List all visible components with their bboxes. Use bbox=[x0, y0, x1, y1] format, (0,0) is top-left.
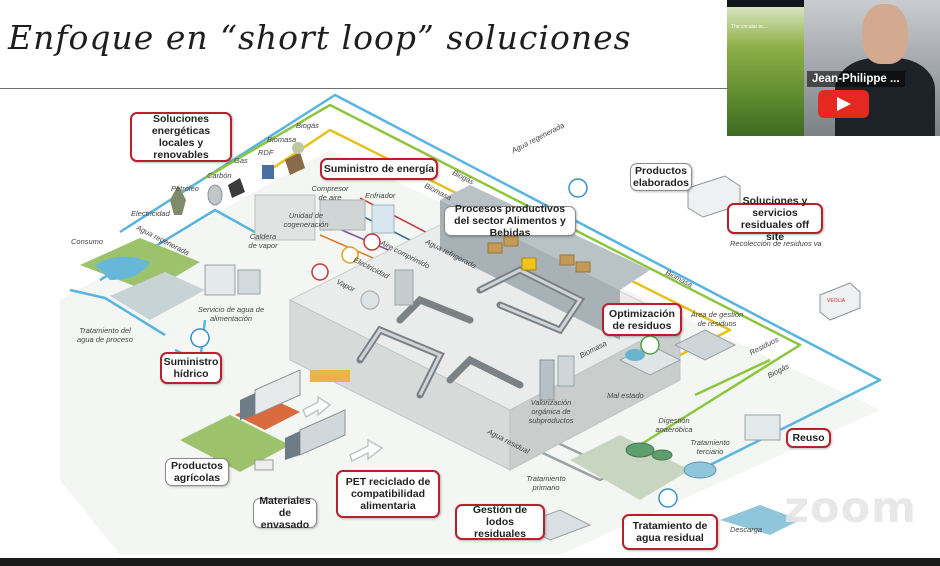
label-caldera: Caldera de vapor bbox=[248, 232, 278, 250]
box-procesos-productivos-text: Procesos productivos del sector Alimento… bbox=[454, 203, 566, 239]
arrow-shapes bbox=[302, 395, 384, 463]
pallet-boxes bbox=[487, 235, 591, 273]
box-productos-agricolas: Productos agrícolas bbox=[165, 458, 229, 486]
box-pet-reciclado-text: PET reciclado de compatibilidad alimenta… bbox=[345, 476, 431, 512]
play-icon[interactable] bbox=[818, 90, 869, 118]
participant-face bbox=[862, 4, 908, 64]
label-descarga: Descarga bbox=[730, 525, 763, 534]
label-tratamiento-terciario: Tratamiento terciario bbox=[690, 438, 730, 456]
box-suministro-energia: Suministro de energía bbox=[320, 158, 438, 180]
box-tratamiento-agua-residual-text: Tratamiento de agua residual bbox=[632, 520, 708, 544]
treatment-plant bbox=[518, 414, 800, 541]
label-truck-brand: VEOLIA bbox=[827, 298, 846, 304]
label-biomasa-top: Biomasa bbox=[267, 135, 297, 144]
label-biogas-top: Biogás bbox=[296, 121, 319, 130]
box-optimizacion-residuos-text: Optimización de residuos bbox=[609, 307, 675, 332]
veolia-truck bbox=[819, 282, 861, 321]
box-soluciones-energeticas-text: Soluciones energéticas locales y renovab… bbox=[151, 113, 211, 161]
title-divider bbox=[0, 88, 760, 89]
forklift bbox=[521, 257, 537, 271]
label-electricidad-left: Electricidad bbox=[131, 209, 170, 218]
label-area-gestion: Área de gestión de residuos bbox=[690, 310, 744, 328]
energy-sources bbox=[170, 142, 305, 215]
label-recoleccion: Recolección de residuos va bbox=[730, 239, 822, 248]
label-mal-estado: Mal estado bbox=[607, 391, 644, 400]
label-digestion: Digestión anaeróbica bbox=[655, 416, 693, 434]
box-soluciones-energeticas: Soluciones energéticas locales y renovab… bbox=[130, 112, 232, 162]
box-gestion-lodos-text: Gestión de lodos residuales bbox=[472, 504, 528, 540]
box-materiales-envasado-text: Materiales de envasado bbox=[259, 495, 311, 531]
label-tratamiento-agua-proceso: Tratamiento del agua de proceso bbox=[77, 326, 133, 344]
box-suministro-energia-text: Suministro de energía bbox=[323, 163, 435, 175]
farm-area bbox=[180, 398, 300, 472]
box-soluciones-off-site: Soluciones y servicios residuales off si… bbox=[727, 195, 823, 243]
zoom-watermark: zoom bbox=[784, 483, 917, 533]
box-tratamiento-agua-residual: Tratamiento de agua residual bbox=[622, 514, 718, 550]
box-materiales-envasado: Materiales de envasado bbox=[253, 495, 317, 531]
bottom-bar bbox=[0, 558, 940, 566]
label-rdf: RDF bbox=[258, 148, 274, 157]
label-tratamiento-primario: Tratamiento primario bbox=[526, 474, 566, 492]
label-gas: Gas bbox=[234, 156, 248, 165]
waste-area bbox=[557, 329, 737, 387]
box-pet-reciclado: PET reciclado de compatibilidad alimenta… bbox=[336, 470, 440, 518]
consumo-area bbox=[80, 238, 205, 320]
box-soluciones-off-site-text: Soluciones y servicios residuales off si… bbox=[740, 194, 810, 243]
participant-name: Jean-Philippe ... bbox=[807, 71, 905, 87]
box-suministro-hidrico: Suministro hídrico bbox=[160, 352, 222, 384]
label-carbon: Carbón bbox=[207, 171, 232, 180]
label-servicio-agua: Servicio de agua de alimentación bbox=[197, 305, 265, 323]
box-productos-agricolas-text: Productos agrícolas bbox=[171, 460, 223, 484]
box-productos-elaborados-text: Productos elaborados bbox=[632, 165, 690, 189]
label-petroleo: Petróleo bbox=[171, 184, 199, 193]
label-compresor: Compresor de aire bbox=[311, 184, 349, 202]
label-enfriador: Enfriador bbox=[365, 191, 396, 200]
label-unidad-cogeneracion: Unidad de cogeneración bbox=[283, 211, 329, 229]
servicio-agua-equipment bbox=[204, 264, 261, 296]
video-participant-panel[interactable]: The circular ec... Jean-Philippe ... bbox=[727, 0, 940, 136]
water-icons bbox=[190, 178, 678, 508]
label-consumo: Consumo bbox=[71, 237, 104, 246]
label-valorizacion: Valorización orgánica de subproductos bbox=[528, 398, 574, 425]
shared-slide-thumbnail: The circular ec... bbox=[727, 7, 804, 136]
box-procesos-productivos: Procesos productivos del sector Alimento… bbox=[444, 203, 576, 239]
box-reuso-text: Reuso bbox=[792, 432, 825, 444]
slide-title: Enfoque en “short loop” soluciones bbox=[8, 18, 632, 57]
box-reuso: Reuso bbox=[786, 428, 831, 448]
slide-thumbnail-text: The circular ec... bbox=[731, 24, 768, 30]
box-suministro-hidrico-text: Suministro hídrico bbox=[163, 356, 219, 380]
supply-trucks bbox=[240, 369, 346, 460]
box-gestion-lodos: Gestión de lodos residuales bbox=[455, 504, 545, 540]
box-productos-elaborados: Productos elaborados bbox=[630, 163, 692, 191]
box-optimizacion-residuos: Optimización de residuos bbox=[602, 303, 682, 336]
